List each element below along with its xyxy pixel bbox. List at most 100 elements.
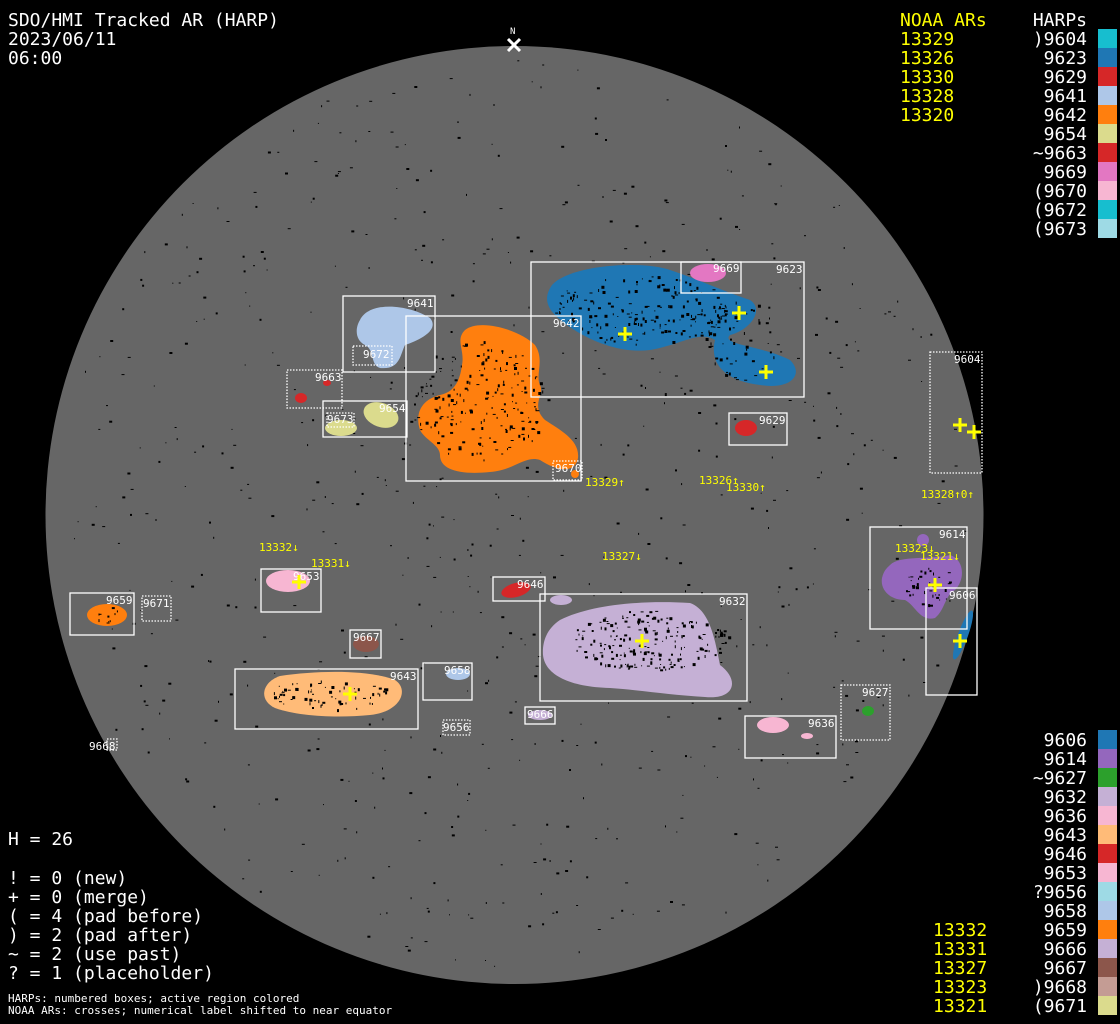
legend-color-swatch [1098,920,1117,939]
harp-box-9636[interactable]: 9636 [744,715,837,759]
harp-box-9643[interactable]: 9643 [234,668,419,730]
region-9666 [528,710,552,720]
legend-harp-label: 9659 [1044,920,1087,941]
legend-harp-label: ~9627 [1033,768,1087,789]
figure-time: 06:00 [8,48,62,69]
harp-box-9604[interactable]: 9604 [929,351,983,474]
svg-text:9643: 9643 [390,670,417,683]
svg-text:9669: 9669 [713,262,740,275]
harp-box-9606[interactable]: 9606 [925,587,978,696]
svg-text:9632: 9632 [719,595,746,608]
region-9636b [801,733,813,739]
region-9606 [952,610,974,660]
harp-box-9669[interactable]: 9669 [680,261,742,294]
region-9667 [353,636,379,652]
north-marker-icon [506,37,522,53]
harp-box-9658[interactable]: 9658 [422,662,473,701]
north-label: N [510,27,515,37]
noaa-label-13328: 13328↑0↑ [921,488,974,501]
legend-color-swatch [1098,787,1117,806]
noaa-cross-icon [928,578,942,592]
harp-box-9614[interactable]: 9614 [869,526,968,630]
legend-noaa-label: 13331 [933,939,987,960]
legend-harp-label: (9671 [1033,996,1087,1017]
legend-color-swatch [1098,806,1117,825]
umbra-specks [98,276,952,713]
legend-color-swatch [1098,882,1117,901]
legend-harp-label: )9668 [1033,977,1087,998]
flag-stats: ! = 0 (new)+ = 0 (merge)( = 4 (pad befor… [8,868,214,984]
svg-text:9636: 9636 [808,717,835,730]
legend-color-swatch [1098,863,1117,882]
legend-noaa-label: 13326 [900,48,954,69]
legend-harp-label: 9667 [1044,958,1087,979]
harp-box-9629[interactable]: 9629 [728,412,788,446]
harp-box-9667[interactable]: 9667 [349,629,382,659]
region-9641 [356,306,433,369]
noaa-label-13330: 13330↑ [726,481,766,494]
flag-stat-line: ? = 1 (placeholder) [8,963,214,984]
legend-color-swatch [1098,730,1117,749]
legend-harp-label: 9666 [1044,939,1087,960]
legend-color-swatch [1098,105,1117,124]
svg-text:9659: 9659 [106,594,133,607]
svg-text:9606: 9606 [949,589,976,602]
svg-text:9668: 9668 [89,740,116,753]
region-9614b [917,534,929,546]
legend-color-swatch [1098,901,1117,920]
noaa-labels: 13329↑ 13326↑ 13330↑ 13328↑0↑ 13332↓ 133… [259,474,974,570]
harp-box-9642[interactable]: 9642 [405,315,582,482]
flag-stat-line: ~ = 2 (use past) [8,944,181,965]
region-9659 [87,604,127,626]
harp-box-9673[interactable]: 9673 [326,412,355,428]
harp-box-9659[interactable]: 9659 [69,592,135,636]
region-9642 [418,325,579,473]
harp-box-9666[interactable]: 9666 [524,706,556,725]
legend-color-swatch [1098,844,1117,863]
flag-stat-line: + = 0 (merge) [8,887,149,908]
harp-boxes: 9623 9669 9641 9642 9672 9663 9654 9673 … [69,261,983,759]
region-9663b [323,380,331,386]
legend-noaa-label: 13329 [900,29,954,50]
harp-box-9672[interactable]: 9672 [352,345,393,366]
harp-box-9656[interactable]: 9656 [442,719,471,736]
legend-noaa-label: 13328 [900,86,954,107]
svg-text:9673: 9673 [327,413,354,426]
harp-box-9670[interactable]: 9670 [552,460,583,481]
noaa-cross-icon [967,425,981,439]
harp-box-9632[interactable]: 9632 [539,593,748,702]
svg-text:9646: 9646 [517,578,544,591]
noaa-label-13327: 13327↓ [602,550,642,563]
region-9670 [571,470,579,478]
noaa-label-13332: 13332↓ [259,541,299,554]
harp-box-9671[interactable]: 9671 [141,595,172,622]
harp-heading: HARPs [1033,10,1087,31]
harp-box-9641[interactable]: 9641 [342,295,436,373]
harp-box-9627[interactable]: 9627 [840,684,891,741]
harp-box-9623[interactable]: 9623 [530,261,805,398]
legend-harp-label: 9642 [1044,105,1087,126]
legend-color-swatch [1098,219,1117,238]
legend-color-swatch [1098,143,1117,162]
legend-harp-label: 9643 [1044,825,1087,846]
legend-harp-label: ~9663 [1033,143,1087,164]
svg-text:9666: 9666 [527,708,554,721]
flag-stat-line: ) = 2 (pad after) [8,925,192,946]
legend-harp-label: 9641 [1044,86,1087,107]
legend-color-swatch [1098,996,1117,1015]
harp-box-9663[interactable]: 9663 [286,369,343,409]
region-9632b [550,595,572,605]
flag-stat-line: ( = 4 (pad before) [8,906,203,927]
noaa-label-13329: 13329↑ [585,476,625,489]
noaa-cross-icon [343,687,357,701]
noaa-crosses [292,306,981,701]
noaa-cross-icon [292,575,306,589]
region-9623 [547,265,796,386]
legend-harp-label: 9623 [1044,48,1087,69]
noaa-cross-icon [953,418,967,432]
svg-text:9627: 9627 [862,686,889,699]
harp-box-9646[interactable]: 9646 [492,576,546,602]
svg-text:9671: 9671 [143,597,170,610]
harp-box-9668[interactable]: 9668 [89,738,118,753]
harp-box-9654[interactable]: 9654 [322,400,408,438]
